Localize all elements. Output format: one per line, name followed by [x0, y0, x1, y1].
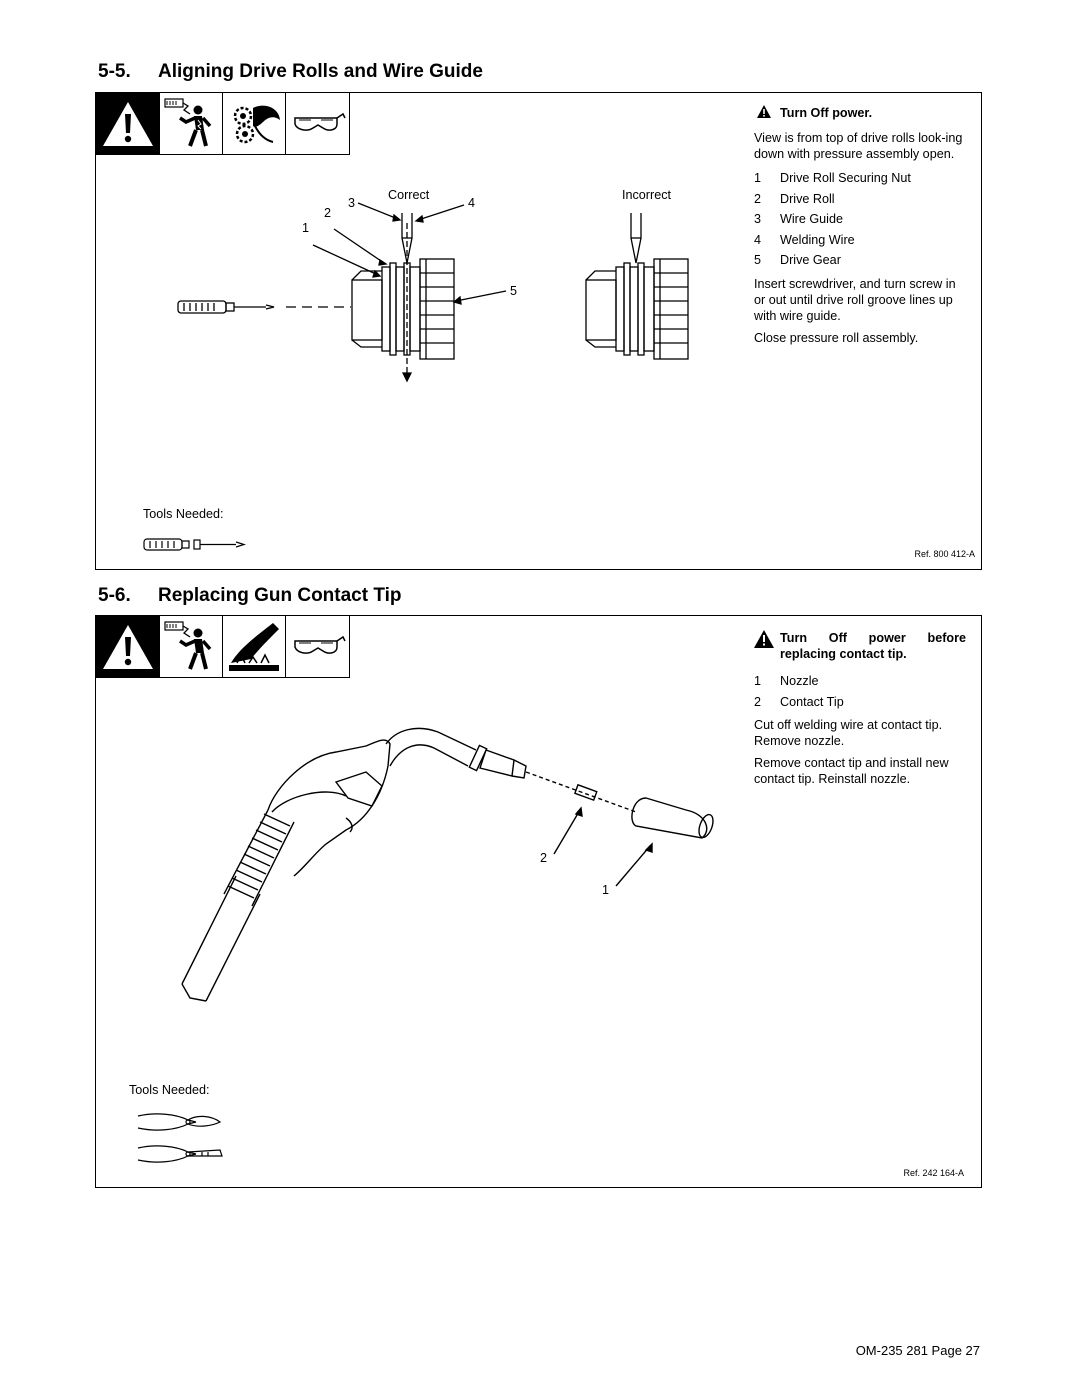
moving-parts-icon — [223, 93, 286, 154]
welding-gun-diagram: 2 1 — [181, 727, 714, 1002]
hot-parts-icon — [223, 616, 286, 677]
list-item: 5 Drive Gear — [754, 250, 969, 271]
section-heading: Replacing Gun Contact Tip — [158, 585, 402, 606]
callout-3: 3 — [348, 196, 355, 210]
list-item: 1 Drive Roll Securing Nut — [754, 168, 969, 189]
correct-label: Correct — [388, 188, 430, 202]
item-number: 3 — [754, 212, 762, 227]
section-box: 2 1 Tools Needed: Ref. 242 164-A Turn Of… — [95, 615, 982, 1188]
parts-list: 1 Drive Roll Securing Nut 2 Drive Roll 3 Wi… — [754, 168, 969, 271]
warning-note: Turn Off power before replacing contact … — [754, 630, 966, 662]
instruction-text: Close pressure roll assembly. — [754, 330, 919, 345]
warning-triangle-icon — [754, 630, 774, 648]
callout-1: 1 — [302, 221, 309, 235]
item-number: 2 — [754, 191, 762, 206]
item-label: Wire Guide — [780, 212, 843, 227]
pliers-icon — [137, 1145, 223, 1163]
warning-text: Turn Off power. — [780, 106, 873, 120]
spring-strain-relief — [223, 809, 295, 907]
list-item: 4 Welding Wire — [754, 230, 969, 251]
warning-icon — [96, 93, 160, 154]
incorrect-label: Incorrect — [622, 188, 671, 202]
section-number: 5-6. — [98, 585, 131, 606]
instruction-text: Cut off welding wire at contact tip. Rem… — [754, 718, 943, 748]
hazard-icon-strip — [95, 615, 350, 678]
warning-icon — [96, 616, 160, 677]
item-label: Contact Tip — [780, 694, 844, 709]
screwdriver-icon — [143, 538, 246, 551]
section-heading: Aligning Drive Rolls and Wire Guide — [158, 61, 483, 82]
warning-note: Turn Off power. — [754, 105, 969, 121]
drive-roll-diagram: Correct Incorrect 1 2 3 4 5 — [177, 188, 689, 383]
list-item: 2 Drive Roll — [754, 189, 969, 210]
callout-5: 5 — [510, 284, 517, 298]
instruction-text: Remove contact tip and install new conta… — [754, 756, 949, 786]
parts-list: 1 Nozzle 2 Contact Tip — [754, 671, 966, 712]
item-label: Drive Roll Securing Nut — [780, 171, 911, 186]
item-label: Nozzle — [780, 674, 819, 689]
correct-assembly — [351, 213, 455, 383]
intro-text: View is from top of drive rolls look-ing… — [754, 131, 963, 161]
list-item: 2 Contact Tip — [754, 692, 966, 713]
callout-4: 4 — [468, 196, 475, 210]
section-title: 5-6. Replacing Gun Contact Tip — [98, 585, 402, 607]
item-number: 1 — [754, 674, 762, 689]
section-number: 5-5. — [98, 61, 131, 82]
hazard-icon-strip — [95, 92, 350, 155]
tools-needed-label: Tools Needed: — [143, 507, 224, 521]
item-number: 2 — [754, 694, 762, 709]
section-title: 5-5. Aligning Drive Rolls and Wire Guide — [98, 61, 483, 83]
section-box: Correct Incorrect 1 2 3 4 5 Tools Needed… — [95, 92, 982, 570]
callout-2: 2 — [324, 206, 331, 220]
page-footer: OM-235 281 Page 27 — [855, 1343, 980, 1358]
tools-needed-label: Tools Needed: — [129, 1083, 210, 1097]
safety-glasses-icon — [286, 93, 349, 154]
incorrect-assembly — [585, 213, 689, 360]
item-number: 1 — [754, 171, 762, 186]
electric-shock-icon — [160, 616, 223, 677]
instructions-column: Turn Off power. View is from top of driv… — [754, 105, 969, 352]
item-label: Drive Gear — [780, 253, 841, 268]
callout-2: 2 — [540, 851, 547, 865]
reference-number: Ref. 242 164-A — [903, 1168, 964, 1178]
instructions-column: Turn Off power before replacing contact … — [754, 630, 966, 793]
safety-glasses-icon — [286, 616, 349, 677]
wire-cutters-icon — [137, 1113, 222, 1131]
warning-text: Turn Off power before replacing contact … — [780, 631, 966, 661]
callout-1: 1 — [602, 883, 609, 897]
warning-triangle-icon — [757, 105, 771, 118]
item-label: Drive Roll — [780, 191, 835, 206]
instruction-text: Insert screwdriver, and turn screw in or… — [754, 276, 956, 323]
screwdriver-icon — [177, 300, 275, 314]
item-number: 4 — [754, 232, 762, 247]
list-item: 3 Wire Guide — [754, 209, 969, 230]
item-number: 5 — [754, 253, 762, 268]
list-item: 1 Nozzle — [754, 671, 966, 692]
reference-number: Ref. 800 412-A — [914, 549, 975, 559]
item-label: Welding Wire — [780, 232, 855, 247]
electric-shock-icon — [160, 93, 223, 154]
